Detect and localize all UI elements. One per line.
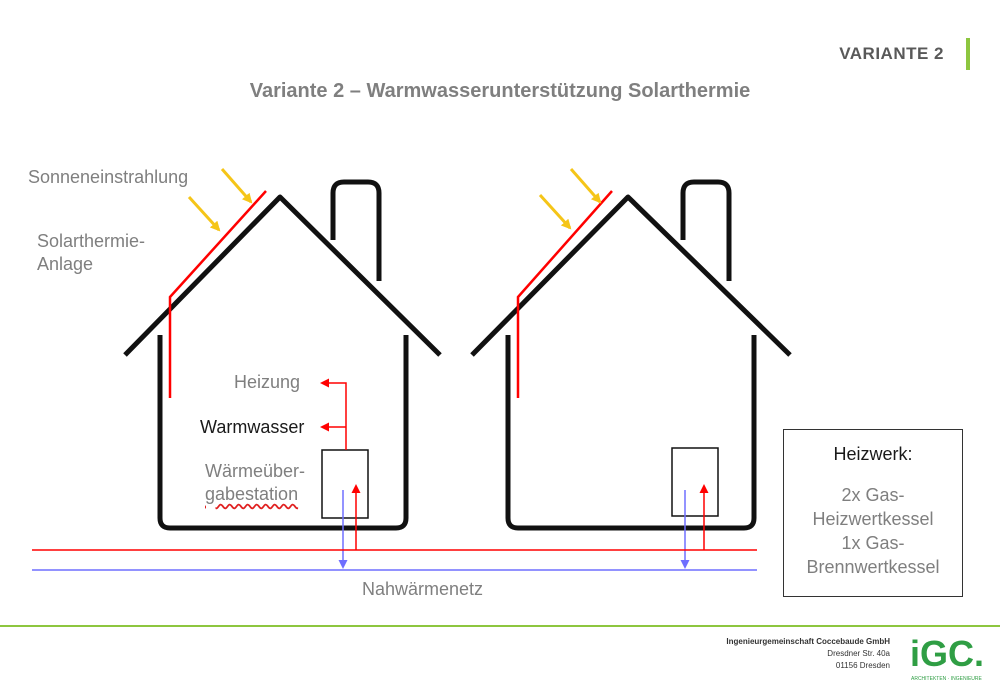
label-solar-radiation: Sonneneinstrahlung bbox=[28, 167, 189, 187]
heat-transfer-station-2 bbox=[671, 447, 719, 517]
company-address: Ingenieurgemeinschaft Coccebaude GmbH Dr… bbox=[726, 636, 890, 672]
label-solar-line-1: Solarthermie- bbox=[37, 231, 146, 251]
house-1 bbox=[123, 179, 442, 531]
plant-line-2: Heizwertkessel bbox=[812, 509, 934, 529]
label-station-line-2: gabestation bbox=[205, 484, 299, 504]
heating-plant-box: Heizwerk: 2x Gas- Heizwertkessel 1x Gas-… bbox=[783, 429, 963, 597]
heat-transfer-station-1 bbox=[321, 449, 369, 519]
heating-plant-details: 2x Gas- Heizwertkessel 1x Gas- Brennwert… bbox=[784, 483, 962, 579]
logo-text: iGC. bbox=[910, 633, 984, 674]
heating-supply-pipe bbox=[320, 378, 347, 450]
house-2-chimney bbox=[680, 179, 732, 281]
house-1-chimney bbox=[330, 179, 382, 281]
company-name: Ingenieurgemeinschaft Coccebaude GmbH bbox=[726, 637, 890, 646]
variant-tag-accent-bar bbox=[966, 38, 970, 70]
sun-ray-arrow bbox=[569, 168, 602, 204]
igc-logo: iGC. ARCHITEKTEN · INGENIEURE bbox=[910, 633, 984, 682]
slide-title: Variante 2 – Warmwasserunterstützung Sol… bbox=[249, 80, 751, 102]
house-2-roof bbox=[470, 194, 792, 357]
plant-line-1: 2x Gas- bbox=[841, 485, 905, 505]
logo-subtext: ARCHITEKTEN · INGENIEURE bbox=[911, 676, 983, 682]
solar-collector-1 bbox=[168, 190, 267, 398]
variant-tag: VARIANTE 2 bbox=[839, 44, 944, 63]
plant-line-3: 1x Gas- bbox=[841, 533, 905, 553]
footer-divider bbox=[0, 625, 1000, 627]
sun-ray-arrow bbox=[187, 195, 221, 232]
label-solar-line-2: Anlage bbox=[37, 254, 94, 274]
heating-plant-heading: Heizwerk: bbox=[833, 444, 913, 464]
company-city: 01156 Dresden bbox=[835, 661, 890, 670]
house-2 bbox=[470, 179, 792, 531]
label-heat-transfer-station: Wärmeüber- gabestation bbox=[205, 460, 305, 506]
house-1-walls bbox=[157, 335, 409, 531]
sun-ray-arrow bbox=[220, 168, 253, 204]
company-street: Dresdner Str. 40a bbox=[827, 649, 890, 658]
house-1-roof bbox=[123, 194, 442, 357]
label-solar-thermal-plant: Solarthermie- Anlage bbox=[37, 230, 145, 276]
plant-line-4: Brennwertkessel bbox=[806, 557, 940, 577]
solar-collector-2 bbox=[516, 190, 613, 398]
sun-ray-arrow bbox=[538, 193, 572, 230]
label-hot-water: Warmwasser bbox=[200, 417, 305, 437]
label-district-heating-network: Nahwärmenetz bbox=[362, 579, 484, 599]
label-heating: Heizung bbox=[234, 372, 301, 392]
house-2-walls bbox=[505, 335, 757, 531]
label-station-line-1: Wärmeüber- bbox=[205, 461, 306, 481]
